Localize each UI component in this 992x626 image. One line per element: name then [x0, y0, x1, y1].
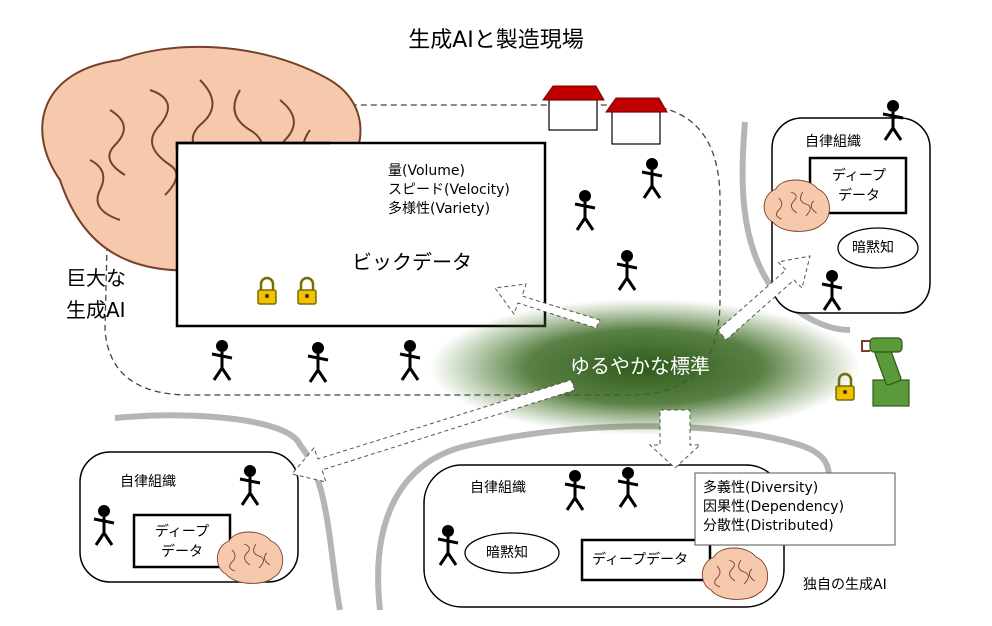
diversity-list: 多義性(Diversity) 因果性(Dependency) 分散性(Distr…: [703, 479, 844, 536]
org-label: 自律組織: [470, 480, 526, 496]
tacit-knowledge-label: 暗黙知: [486, 545, 528, 561]
diversity-item: 多義性(Diversity): [703, 480, 819, 496]
dependency-item: 因果性(Dependency): [703, 499, 845, 515]
own-ai-label: 独自の生成AI: [803, 577, 887, 593]
robot-arm-icon: [861, 337, 910, 407]
factory-house-icon: [542, 85, 605, 131]
deep-data-label: ディープ データ: [154, 524, 210, 560]
loose-standard-label: ゆるやかな標準: [570, 354, 710, 378]
org-label: 自律組織: [805, 134, 861, 150]
org-label: 自律組織: [120, 474, 176, 490]
person-icon: [615, 248, 639, 292]
deep-data-box: [132, 513, 232, 569]
person-icon: [640, 156, 664, 200]
road-left: [114, 412, 343, 611]
tacit-ellipse: [464, 532, 560, 574]
tacit-ellipse: [837, 227, 919, 269]
factory-house-icon: [605, 97, 668, 145]
giant-brain-folds: [89, 79, 316, 221]
attr-velocity: スピード(Velocity): [388, 182, 510, 198]
arrow-to-top-right-org: [717, 255, 811, 341]
person-icon: [210, 338, 234, 382]
big-data-attributes: 量(Volume) スピード(Velocity) 多様性(Variety): [388, 162, 510, 219]
big-data-box: [175, 141, 547, 328]
tacit-knowledge-label: 暗黙知: [852, 240, 894, 256]
giant-ai-label: 巨大な 生成AI: [66, 266, 126, 322]
road-right: [739, 121, 851, 333]
attr-volume: 量(Volume): [388, 163, 465, 179]
deep-data-box: [580, 538, 712, 582]
arrow-to-bottom-left-org: [291, 379, 576, 483]
person-icon: [398, 338, 422, 382]
deep-data-label: ディープデータ: [592, 552, 689, 568]
person-icon: [306, 340, 330, 384]
page-title: 生成AIと製造現場: [408, 28, 584, 53]
arrow-to-big-data: [494, 283, 601, 329]
big-data-label: ビックデータ: [352, 250, 472, 274]
arrow-to-bottom-center-org: [648, 409, 702, 469]
person-icon: [573, 188, 597, 232]
deep-data-label: ディープ データ: [831, 168, 887, 204]
diversity-box: [694, 472, 896, 546]
attr-variety: 多様性(Variety): [388, 201, 491, 217]
distributed-item: 分散性(Distributed): [703, 518, 834, 534]
